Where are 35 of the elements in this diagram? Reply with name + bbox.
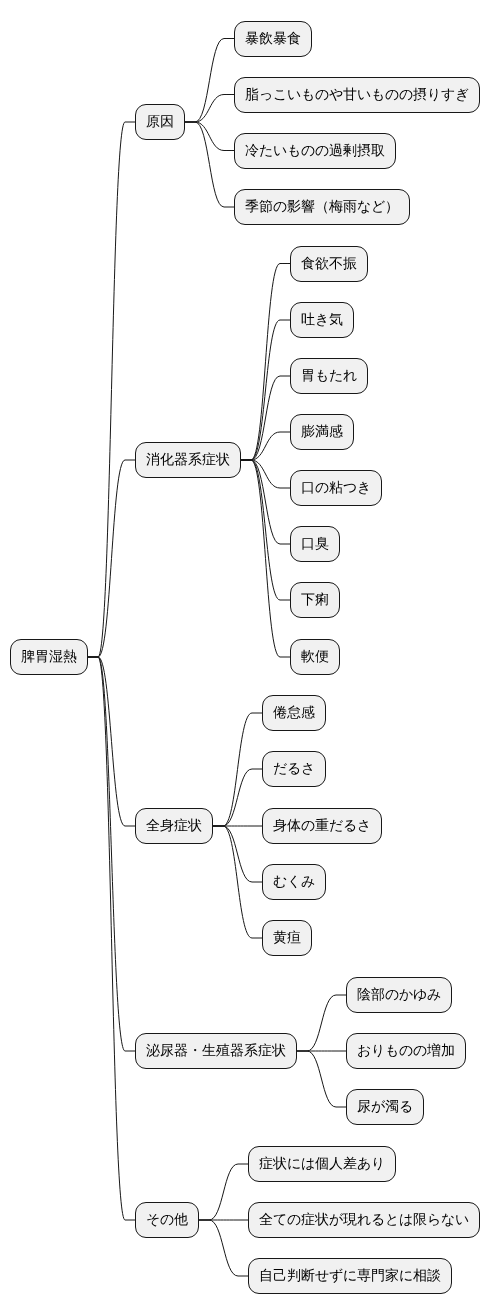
topic-box: 尿が濁る (346, 1089, 424, 1125)
topic-box: 原因 (135, 104, 185, 140)
topic-box: 下痢 (290, 582, 340, 618)
topic-box: 口臭 (290, 526, 340, 562)
topic-box: 消化器系症状 (135, 442, 241, 478)
connector-line (87, 656, 136, 1221)
topic-box: むくみ (262, 864, 326, 900)
connector-line (240, 459, 291, 658)
topic-box: 黄疸 (262, 920, 312, 956)
topic-box: 泌尿器・生殖器系症状 (135, 1033, 297, 1069)
topic-box: 全ての症状が現れるとは限らない (248, 1202, 480, 1238)
topic-box: 脂っこいものや甘いものの摂りすぎ (234, 76, 480, 113)
topic-box: 暴飲暴食 (234, 20, 312, 57)
topic-box: 季節の影響（梅雨など） (234, 189, 410, 225)
topic-box: だるさ (262, 751, 326, 787)
topic-box: 胃もたれ (290, 358, 368, 394)
connector-line (296, 1050, 347, 1108)
connector-line (184, 121, 235, 208)
topic-box: 全身症状 (135, 808, 213, 844)
topic-box: 症状には個人差あり (248, 1146, 396, 1182)
topic-box: 自己判断せずに専門家に相談 (248, 1258, 452, 1294)
topic-box: 軟便 (290, 639, 340, 675)
topic-box: 倦怠感 (262, 695, 326, 731)
topic-box: その他 (135, 1202, 199, 1238)
topic-box: 陰部のかゆみ (346, 977, 452, 1013)
topic-box: おりものの増加 (346, 1033, 466, 1069)
connector-line (212, 825, 263, 939)
connector-line (198, 1219, 249, 1277)
topic-box: 口の粘つき (290, 470, 382, 506)
topic-box: 食欲不振 (290, 245, 368, 282)
topic-box: 吐き気 (290, 302, 354, 338)
topic-box: 身体の重だるさ (262, 808, 382, 844)
topic-box: 膨満感 (290, 414, 354, 450)
topic-box: 冷たいものの過剰摂取 (234, 132, 396, 169)
root-topic-box: 脾胃湿熱 (10, 639, 88, 675)
